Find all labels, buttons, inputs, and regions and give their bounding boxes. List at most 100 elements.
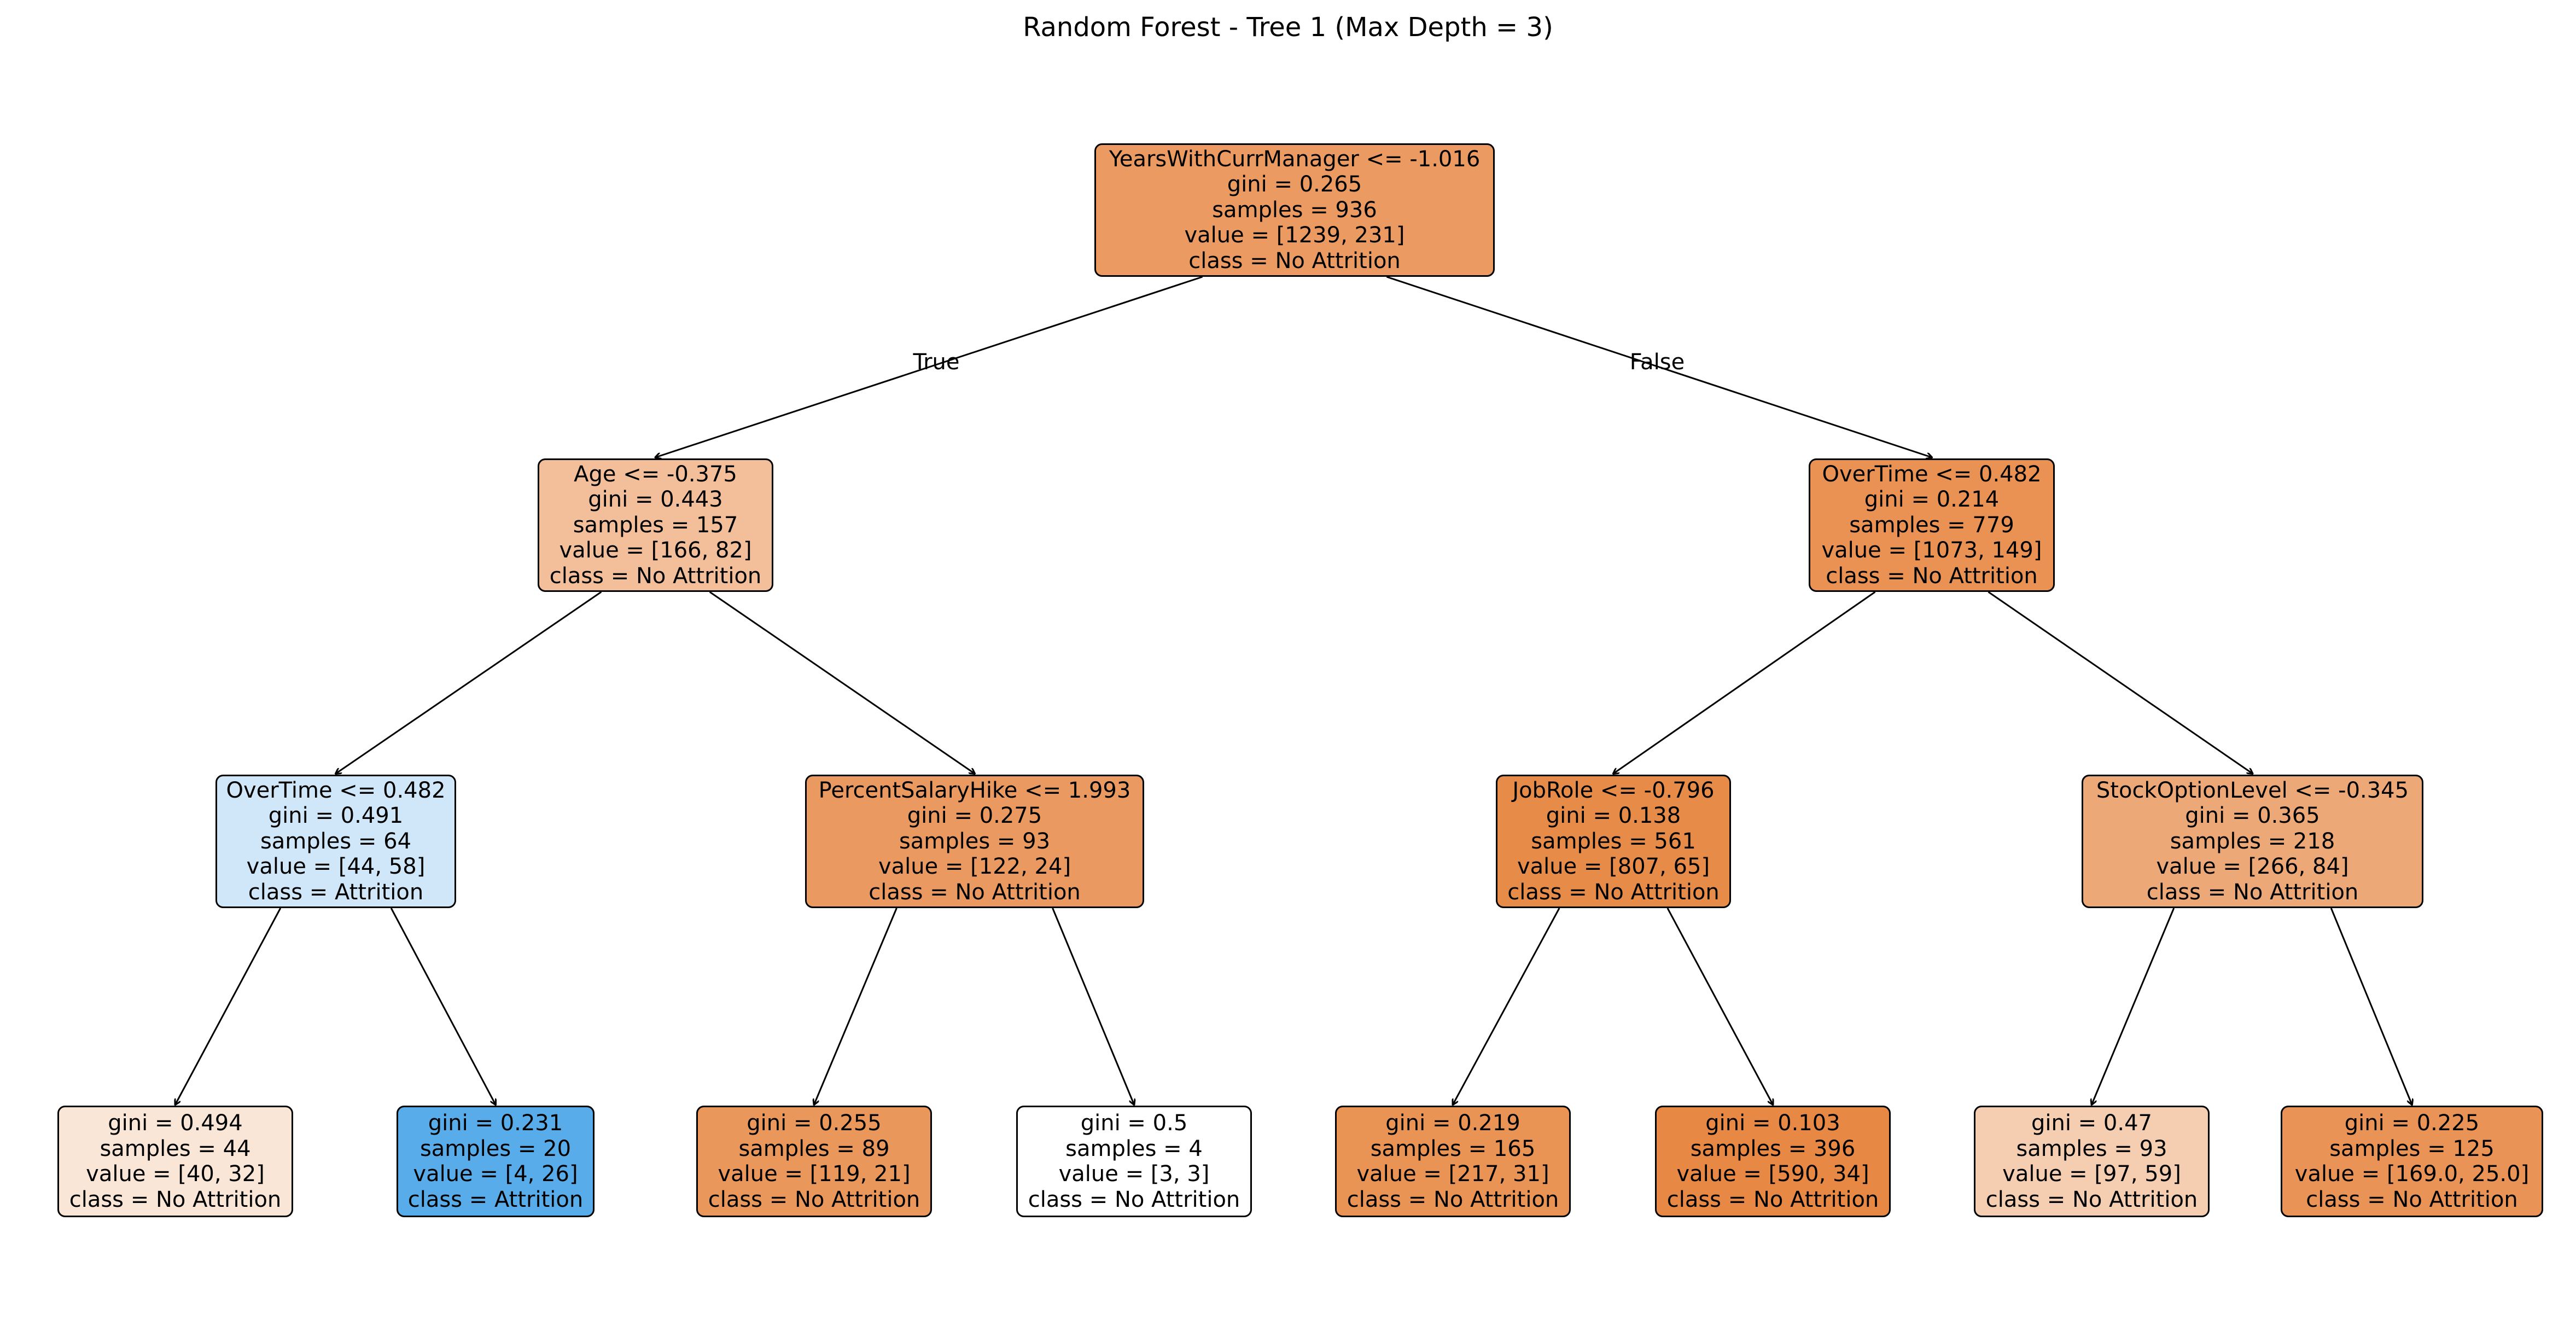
node-split-text: Age <= -0.375 — [574, 461, 737, 487]
node-gini-text: gini = 0.255 — [747, 1111, 882, 1136]
node-class-text: class = Attrition — [248, 879, 424, 905]
node-gini-text: gini = 0.265 — [1227, 172, 1362, 197]
node-split-text: StockOptionLevel <= -0.345 — [2096, 777, 2409, 803]
node-class-text: class = No Attrition — [1188, 248, 1401, 274]
node-samples-text: samples = 165 — [1370, 1136, 1536, 1161]
node-gini-text: gini = 0.365 — [2185, 803, 2320, 829]
node-value-text: value = [590, 34] — [1676, 1161, 1869, 1187]
node-gini-text: gini = 0.494 — [108, 1111, 243, 1136]
node-gini-text: gini = 0.443 — [588, 487, 723, 513]
node-gini-text: gini = 0.219 — [1385, 1111, 1520, 1136]
node-class-text: class = No Attrition — [1507, 879, 1720, 905]
node-class-text: class = No Attrition — [1826, 563, 2038, 589]
node-value-text: value = [1239, 231] — [1184, 223, 1405, 248]
node-value-text: value = [3, 3] — [1058, 1161, 1210, 1187]
node-gini-text: gini = 0.231 — [428, 1111, 563, 1136]
node-samples-text: samples = 218 — [2170, 828, 2335, 854]
node-samples-text: samples = 125 — [2329, 1136, 2495, 1161]
node-samples-text: samples = 89 — [738, 1136, 890, 1161]
edge-n1-n5 — [709, 591, 975, 774]
node-value-text: value = [122, 24] — [878, 854, 1071, 880]
node-gini-text: gini = 0.491 — [268, 803, 404, 829]
edge-n2-n3 — [176, 908, 282, 1105]
node-samples-text: samples = 93 — [2016, 1136, 2167, 1161]
node-value-text: value = [40, 32] — [86, 1161, 265, 1187]
node-split-text: JobRole <= -0.796 — [1512, 777, 1715, 803]
edge-n12-n13 — [2092, 908, 2175, 1105]
node-value-text: value = [166, 82] — [559, 538, 752, 563]
chart-title: Random Forest - Tree 1 (Max Depth = 3) — [1023, 12, 1553, 43]
node-value-text: value = [169.0, 25.0] — [2294, 1161, 2530, 1187]
node-gini-text: gini = 0.214 — [1864, 487, 2000, 513]
node-samples-text: samples = 779 — [1849, 512, 2014, 538]
node-samples-text: samples = 561 — [1531, 828, 1696, 854]
node-class-text: class = No Attrition — [708, 1187, 920, 1212]
edge-n8-n12 — [1988, 591, 2253, 774]
node-class-text: class = No Attrition — [2146, 879, 2359, 905]
edge-n9-n10 — [1453, 908, 1560, 1105]
edge-n1-n2 — [336, 591, 602, 774]
node-value-text: value = [1073, 149] — [1821, 538, 2042, 563]
edge-n2-n4 — [390, 908, 496, 1105]
node-value-text: value = [97, 59] — [2002, 1161, 2181, 1187]
node-split-text: PercentSalaryHike <= 1.993 — [818, 777, 1131, 803]
edge-label-true: True — [913, 350, 960, 375]
node-class-text: class = No Attrition — [1666, 1187, 1879, 1212]
node-class-text: class = No Attrition — [869, 879, 1081, 905]
node-split-text: YearsWithCurrManager <= -1.016 — [1109, 146, 1481, 172]
edge-n9-n11 — [1666, 908, 1773, 1105]
node-class-text: class = No Attrition — [1985, 1187, 2198, 1212]
edge-n12-n14 — [2330, 908, 2412, 1105]
node-samples-text: samples = 64 — [260, 828, 412, 854]
node-value-text: value = [4, 26] — [413, 1161, 578, 1187]
node-value-text: value = [807, 65] — [1517, 854, 1710, 880]
node-samples-text: samples = 4 — [1065, 1136, 1203, 1161]
edge-n5-n7 — [1052, 908, 1134, 1105]
node-class-text: class = No Attrition — [2306, 1187, 2518, 1212]
node-gini-text: gini = 0.103 — [1705, 1111, 1840, 1136]
node-value-text: value = [44, 58] — [246, 854, 426, 880]
edge-label-false: False — [1629, 350, 1685, 375]
node-split-text: OverTime <= 0.482 — [226, 777, 446, 803]
node-class-text: class = No Attrition — [69, 1187, 282, 1212]
node-samples-text: samples = 44 — [100, 1136, 251, 1161]
node-value-text: value = [217, 31] — [1356, 1161, 1549, 1187]
node-samples-text: samples = 20 — [419, 1136, 572, 1161]
node-class-text: class = Attrition — [407, 1187, 584, 1212]
node-gini-text: gini = 0.225 — [2344, 1111, 2480, 1136]
node-split-text: OverTime <= 0.482 — [1822, 461, 2042, 487]
node-class-text: class = No Attrition — [1028, 1187, 1240, 1212]
node-samples-text: samples = 157 — [573, 512, 738, 538]
node-value-text: value = [119, 21] — [718, 1161, 911, 1187]
node-samples-text: samples = 396 — [1690, 1136, 1856, 1161]
node-samples-text: samples = 93 — [899, 828, 1051, 854]
edge-n0-n8 — [1386, 276, 1932, 457]
node-gini-text: gini = 0.5 — [1080, 1111, 1188, 1136]
edge-n8-n9 — [1613, 591, 1876, 774]
node-class-text: class = No Attrition — [549, 563, 762, 589]
edge-n5-n6 — [814, 908, 897, 1105]
node-gini-text: gini = 0.47 — [2031, 1111, 2152, 1136]
node-gini-text: gini = 0.275 — [907, 803, 1042, 829]
node-gini-text: gini = 0.138 — [1546, 803, 1681, 829]
node-class-text: class = No Attrition — [1347, 1187, 1559, 1212]
edge-n0-n1 — [656, 276, 1203, 457]
node-value-text: value = [266, 84] — [2156, 854, 2349, 880]
